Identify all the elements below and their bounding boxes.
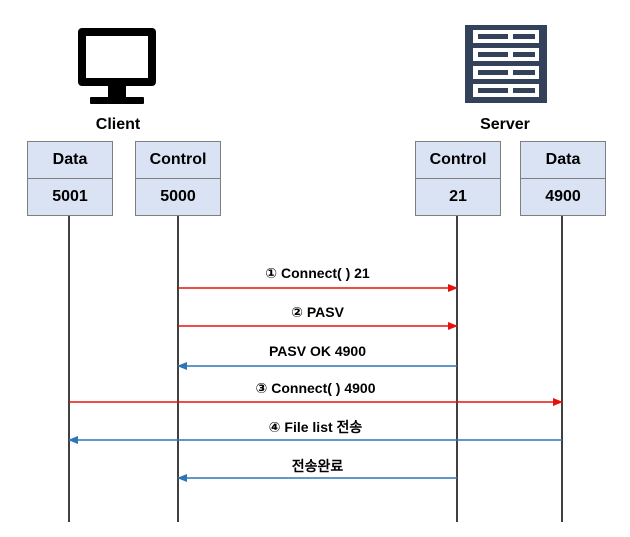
server-data-box: Data 4900 xyxy=(520,141,606,216)
server-label: Server xyxy=(480,116,530,133)
message-label-2: ② PASV xyxy=(291,304,344,320)
client-control-title: Control xyxy=(136,142,220,179)
server-data-title: Data xyxy=(521,142,605,179)
client-label: Client xyxy=(95,116,141,133)
client-data-box: Data 5001 xyxy=(27,141,113,216)
server-control-box: Control 21 xyxy=(415,141,501,216)
message-label-3: PASV OK 4900 xyxy=(268,343,366,359)
server-control-title: Control xyxy=(416,142,500,179)
server-control-port: 21 xyxy=(449,188,467,205)
client-data-title: Data xyxy=(28,142,112,179)
client-control-port: 5000 xyxy=(160,188,196,205)
message-label-1: ① Connect( ) 21 xyxy=(265,265,370,281)
server-data-port: 4900 xyxy=(545,188,581,205)
client-data-port: 5001 xyxy=(52,188,88,205)
message-label-4: ③ Connect( ) 4900 xyxy=(255,380,376,396)
client-control-box: Control 5000 xyxy=(135,141,221,216)
monitor-icon xyxy=(76,26,158,106)
message-label-6: 전송완료 xyxy=(291,458,344,474)
message-label-5: ④ File list 전송 xyxy=(268,419,363,435)
server-rack-icon xyxy=(465,25,547,105)
